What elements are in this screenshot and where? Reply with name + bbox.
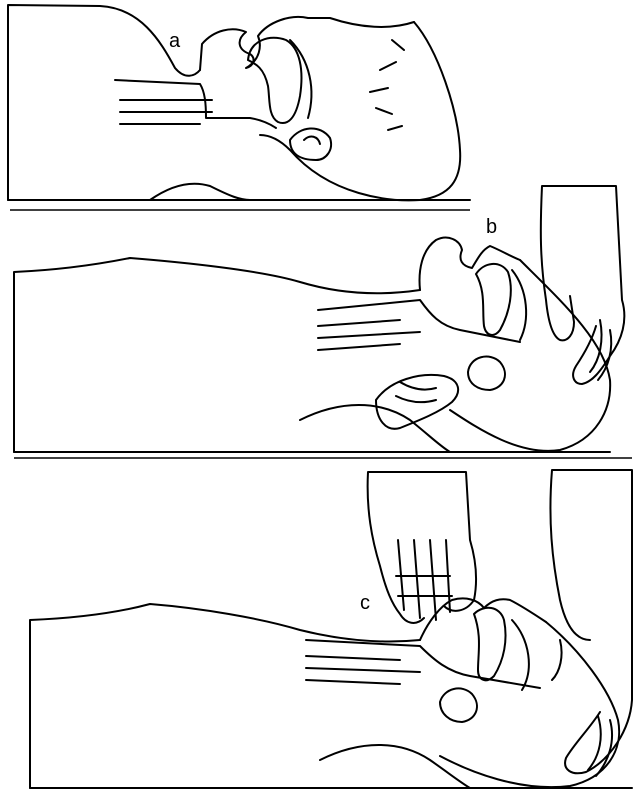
panel-dividers bbox=[0, 0, 636, 795]
